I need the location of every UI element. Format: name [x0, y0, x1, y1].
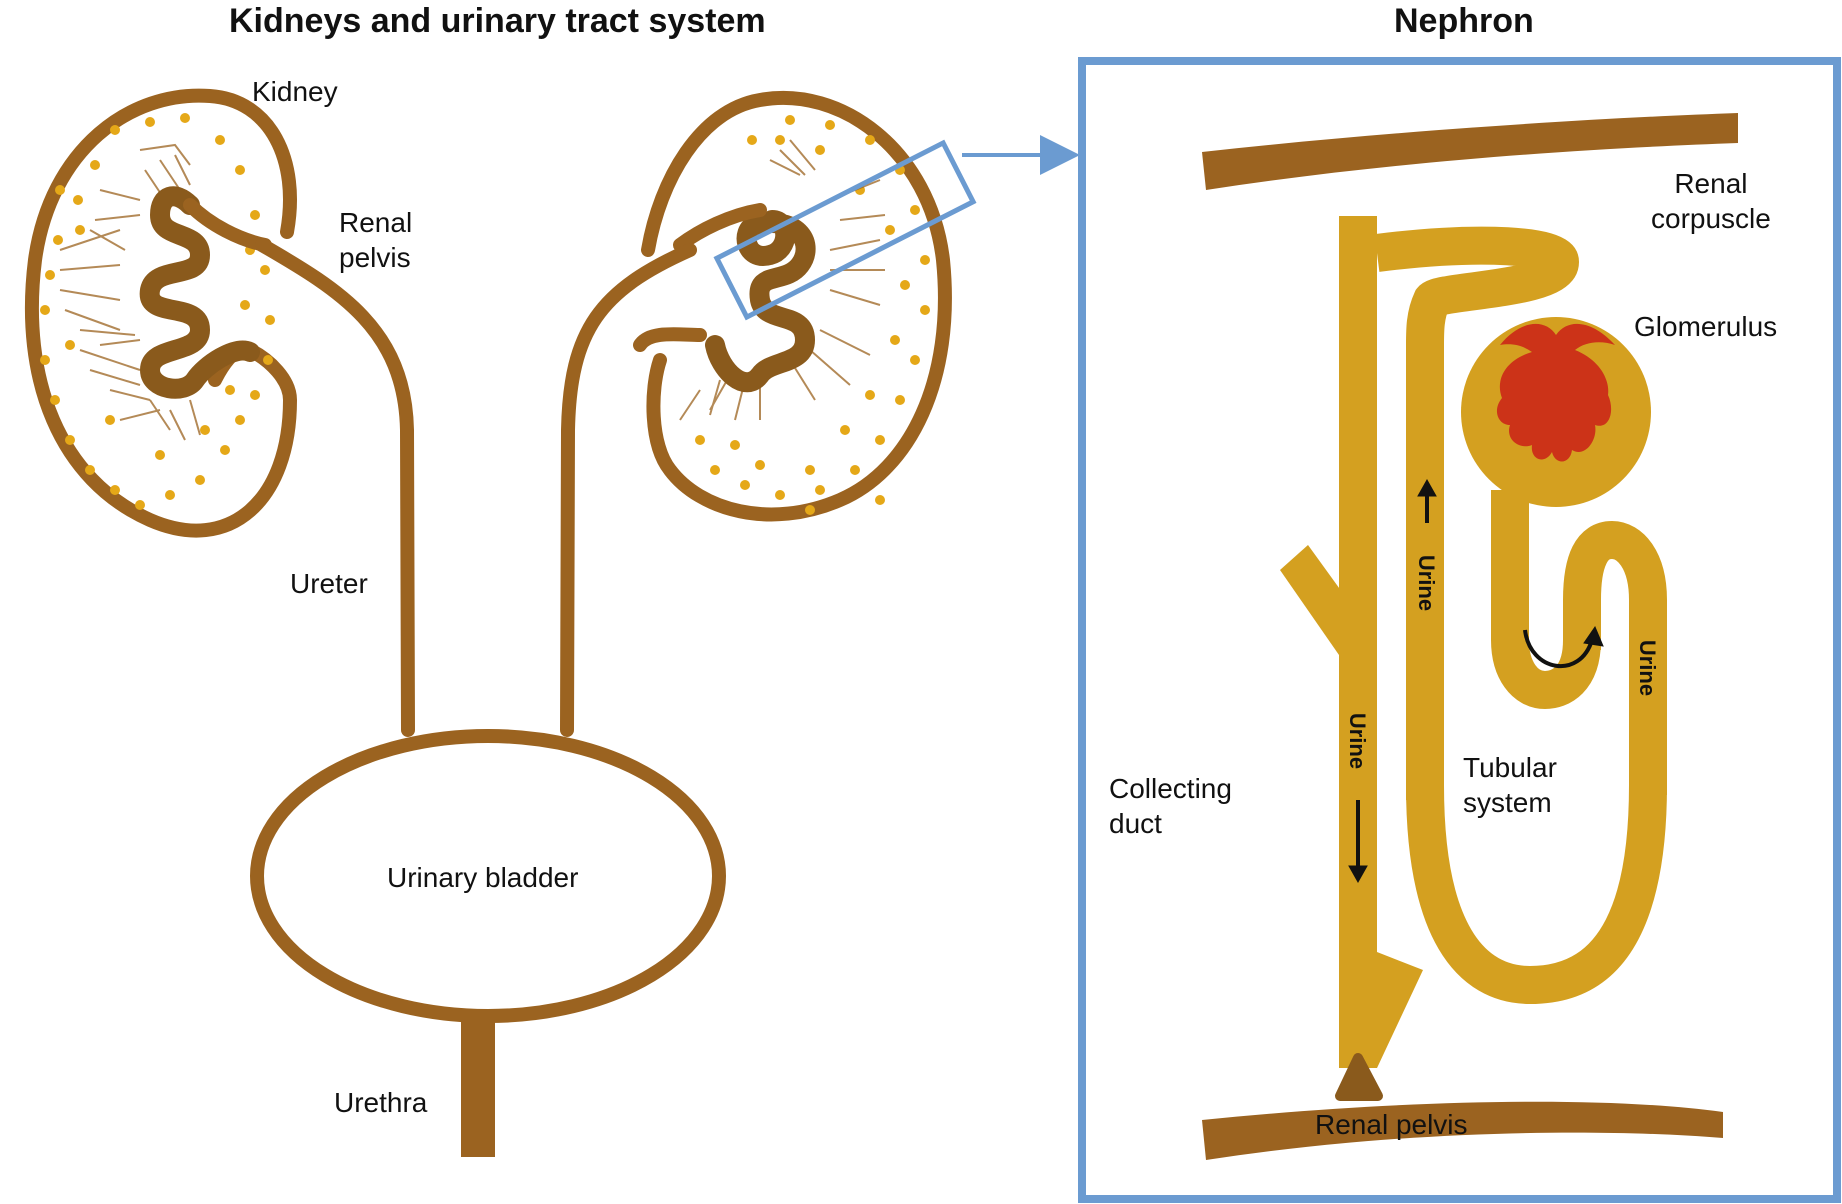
- kidney-dot: [240, 300, 250, 310]
- kidney-dot: [40, 305, 50, 315]
- kidney-dot: [155, 450, 165, 460]
- kidney-dot: [785, 115, 795, 125]
- label-urine-ascending: Urine: [1414, 554, 1440, 612]
- kidney-dot: [755, 460, 765, 470]
- tubular-system: [1374, 226, 1667, 1005]
- label-urine-right-limb: Urine: [1635, 639, 1661, 697]
- label-renal-pelvis: Renal pelvis: [339, 207, 413, 273]
- kidney-dot: [805, 465, 815, 475]
- kidney-dot: [815, 145, 825, 155]
- right-kidney-dots: [695, 115, 930, 515]
- right-kidney-medulla: [679, 139, 886, 421]
- kidney-dot: [45, 270, 55, 280]
- kidney-dot: [900, 280, 910, 290]
- label-glomerulus: Glomerulus: [1634, 311, 1778, 342]
- kidney-dot: [90, 160, 100, 170]
- kidney-dot: [865, 135, 875, 145]
- kidney-dot: [85, 465, 95, 475]
- urethra: [461, 1015, 495, 1157]
- flow-arrows: [1348, 478, 1604, 884]
- label-urine-collecting: Urine: [1345, 712, 1371, 770]
- left-ureter: [255, 238, 415, 737]
- label-ureter: Ureter: [290, 568, 368, 599]
- left-kidney-dots: [40, 113, 275, 510]
- kidney-dot: [775, 490, 785, 500]
- kidney-dot: [840, 425, 850, 435]
- kidney-dot: [825, 120, 835, 130]
- left-kidney-medulla: [59, 143, 201, 441]
- kidney-dot: [75, 225, 85, 235]
- kidney-dot: [920, 255, 930, 265]
- right-ureter: [560, 243, 697, 737]
- kidney-dot: [815, 485, 825, 495]
- kidney-dot: [110, 485, 120, 495]
- kidney-dot: [260, 265, 270, 275]
- kidney-dot: [195, 475, 205, 485]
- title-nephron: Nephron: [1394, 2, 1534, 40]
- kidney-dot: [65, 435, 75, 445]
- left-renal-pelvis-coil: [139, 186, 260, 399]
- kidney-dot: [263, 355, 273, 365]
- kidney-dot: [65, 340, 75, 350]
- right-kidney: [633, 90, 952, 522]
- kidney-dot: [885, 225, 895, 235]
- collecting-duct: [1280, 216, 1423, 1068]
- collecting-duct-outlet: [1335, 1053, 1383, 1101]
- kidney-dot: [910, 205, 920, 215]
- kidney-dot: [235, 415, 245, 425]
- kidney-dot: [747, 135, 757, 145]
- label-renal-corpuscle: Renal corpuscle: [1651, 168, 1771, 234]
- kidney-dot: [220, 445, 230, 455]
- kidney-dot: [895, 395, 905, 405]
- kidney-dot: [145, 117, 155, 127]
- label-renal-pelvis-nephron: Renal pelvis: [1315, 1109, 1468, 1140]
- label-urethra: Urethra: [334, 1087, 428, 1118]
- right-renal-pelvis-coil: [705, 210, 816, 393]
- kidney-dot: [875, 435, 885, 445]
- kidney-dot: [920, 305, 930, 315]
- kidney-dot: [250, 390, 260, 400]
- urine-turn-arrow: [1523, 629, 1594, 669]
- kidney-dot: [865, 390, 875, 400]
- kidney-dot: [850, 465, 860, 475]
- kidney-dot: [165, 490, 175, 500]
- kidney-dot: [235, 165, 245, 175]
- title-urinary-system: Kidneys and urinary tract system: [229, 2, 766, 40]
- kidney-dot: [890, 335, 900, 345]
- label-collecting-duct: Collecting duct: [1109, 773, 1232, 839]
- kidney-dot: [695, 435, 705, 445]
- label-kidney: Kidney: [252, 76, 338, 107]
- nephron-panel-frame: [1078, 57, 1841, 1203]
- left-kidney: [24, 88, 298, 538]
- kidney-dot: [215, 135, 225, 145]
- kidney-dot: [250, 210, 260, 220]
- nephron-highlight-box: [713, 139, 977, 321]
- kidney-dot: [40, 355, 50, 365]
- kidney-dot: [225, 385, 235, 395]
- label-urinary-bladder: Urinary bladder: [387, 862, 579, 893]
- nephron-top-band: [1202, 113, 1738, 190]
- kidney-dot: [730, 440, 740, 450]
- kidney-dot: [710, 465, 720, 475]
- kidney-dot: [73, 195, 83, 205]
- kidney-dot: [875, 495, 885, 505]
- kidney-dot: [105, 415, 115, 425]
- kidney-dot: [740, 480, 750, 490]
- kidney-dot: [775, 135, 785, 145]
- kidney-dot: [180, 113, 190, 123]
- kidney-dot: [200, 425, 210, 435]
- kidney-dot: [53, 235, 63, 245]
- label-tubular-system: Tubular system: [1463, 752, 1557, 818]
- kidney-dot: [55, 185, 65, 195]
- nephron-renal-pelvis-band: [1202, 1101, 1723, 1160]
- kidney-dot: [50, 395, 60, 405]
- kidney-dot: [110, 125, 120, 135]
- kidney-dot: [805, 505, 815, 515]
- kidney-dot: [910, 355, 920, 365]
- glomerulus: [1496, 323, 1615, 462]
- kidney-dot: [135, 500, 145, 510]
- kidney-dot: [265, 315, 275, 325]
